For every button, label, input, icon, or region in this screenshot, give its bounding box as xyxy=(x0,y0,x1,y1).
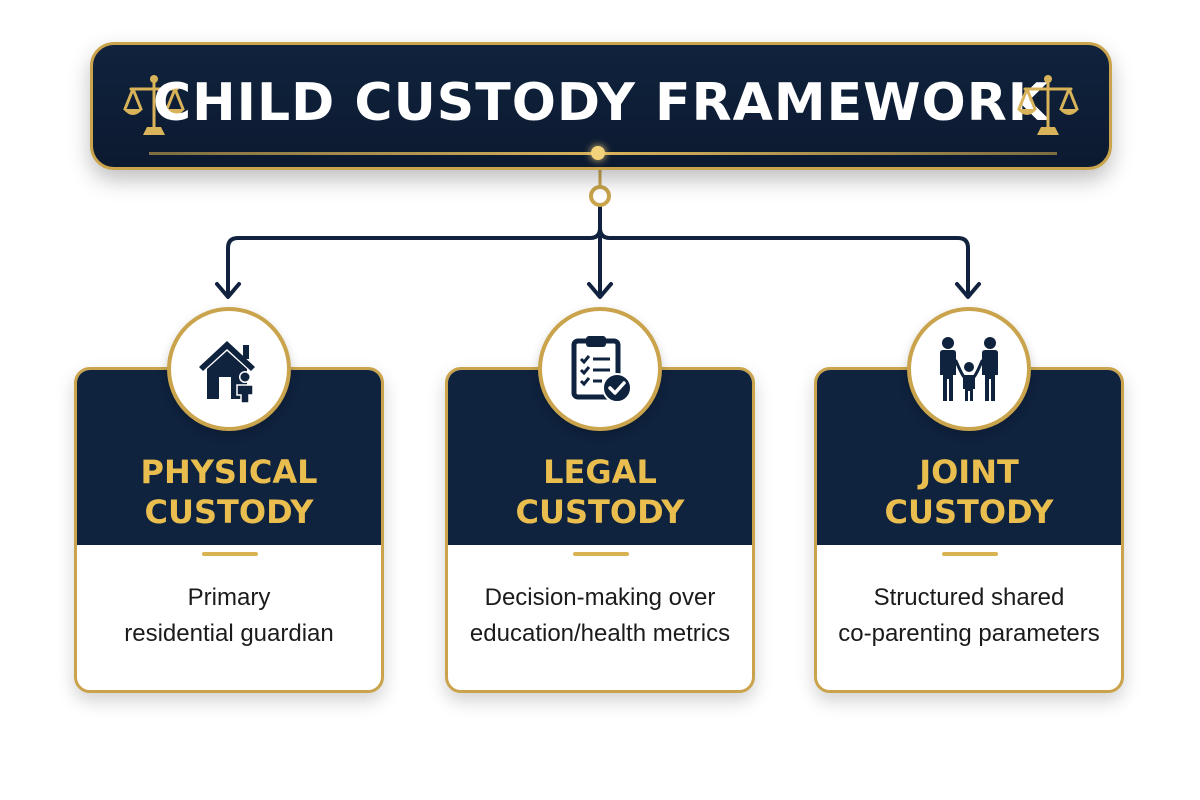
card-description-line: co-parenting parameters xyxy=(838,620,1100,647)
clipboard-check-icon xyxy=(571,336,632,403)
card-title: JOINT CUSTODY xyxy=(817,452,1121,532)
card-title-line: PHYSICAL xyxy=(140,453,318,491)
card-divider xyxy=(573,552,629,556)
icon-badge xyxy=(167,307,291,431)
page-title: CHILD CUSTODY FRAMEWORK xyxy=(152,73,1050,133)
scales-of-justice-icon xyxy=(1017,75,1079,135)
card-title-line: LEGAL xyxy=(543,453,657,491)
card-divider xyxy=(202,552,258,556)
icon-badge xyxy=(538,307,662,431)
card-description-line: Decision-making over xyxy=(484,584,716,611)
title-banner: CHILD CUSTODY FRAMEWORK xyxy=(90,42,1112,170)
scales-of-justice-icon xyxy=(123,75,185,135)
card-description-line: residential guardian xyxy=(124,620,334,647)
card-description-line: Structured shared xyxy=(873,584,1065,611)
house-child-icon xyxy=(199,341,255,404)
card-title: PHYSICAL CUSTODY xyxy=(77,452,381,532)
card-description: Decision-making over education/health me… xyxy=(458,580,742,652)
card-title: LEGAL CUSTODY xyxy=(448,452,752,532)
icon-badge xyxy=(907,307,1031,431)
card-description: Primary residential guardian xyxy=(87,580,371,652)
card-title-line: CUSTODY xyxy=(144,493,314,531)
card-description-line: Primary xyxy=(187,584,271,611)
card-title-line: CUSTODY xyxy=(884,493,1054,531)
card-title-line: CUSTODY xyxy=(515,493,685,531)
card-description: Structured shared co-parenting parameter… xyxy=(827,580,1111,652)
family-icon xyxy=(940,337,998,401)
card-description-line: education/health metrics xyxy=(469,620,731,647)
title-divider-dot xyxy=(591,146,605,160)
card-title-line: JOINT xyxy=(919,453,1019,491)
card-divider xyxy=(942,552,998,556)
